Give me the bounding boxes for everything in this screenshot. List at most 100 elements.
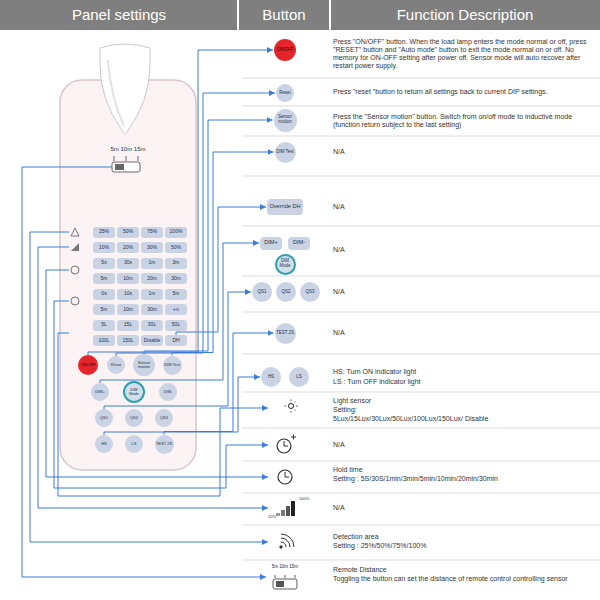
panel-button: QS1 [252,282,272,302]
remote-key: 20% [117,242,139,253]
function-text: N/A [333,504,595,512]
leader-line [116,93,275,356]
button-label: QS1 [100,416,108,420]
button-label: Sensor motion [274,115,297,124]
button-label: Reset [111,363,121,367]
sensor-dot [280,546,282,548]
panel-button: QS2 [276,282,296,302]
button-label: ON/OFF [80,363,95,367]
button-label: 50% [123,229,133,234]
leader-line [100,243,259,383]
button-label: DIM+ [95,390,105,394]
button-label: 50% [171,245,181,250]
remote-key: 30s [117,258,139,269]
remote-switch [112,162,140,172]
scale-label: 10% [268,515,276,520]
button-label: 100L [98,338,109,343]
remote-key: 5s [93,258,115,269]
panel-button: DIM+ [260,237,282,250]
function-text: Hold time [333,466,595,474]
button-label: 5L [101,322,107,327]
light-marker [72,329,76,337]
panel-button: TEST 2S [275,323,296,344]
function-text: Setting : 5S/30S/1min/3min/5min/10min/20… [333,475,595,483]
remote-button: LS [125,435,143,453]
switch-tick [114,156,138,161]
button-label: 5m [173,291,180,296]
button-label: DH [172,338,179,343]
bar [276,513,280,516]
remote-housing [60,80,196,470]
remote-key: 30m [141,304,163,315]
remote-button: DIM Mode [123,381,145,403]
remote-button: TEST 2S [155,435,174,454]
header-band [0,0,600,30]
button-label: DIM- [164,390,173,394]
function-text: N/A [333,246,595,254]
function-text: Toggling the button can set the distance… [333,575,595,583]
button-label: 30m [171,276,181,281]
remote-key: 10s [117,289,139,300]
button-label: ON/OFF [277,48,294,53]
panel-button: HS [261,367,281,387]
remote-key: 30m [165,273,187,284]
button-label: 50L [172,322,180,327]
function-text: Detection area [333,533,595,541]
remote-key: 10m [117,273,139,284]
button-label: 10s [124,291,132,296]
remote-key: 5L [93,320,115,331]
dim-marker [71,243,79,251]
function-text: LS : Turn OFF indicator light [333,378,595,386]
switch-knob [276,581,284,587]
leader-line [58,333,268,496]
button-label: LS [296,375,301,380]
button-label: DIM Mode [125,388,143,396]
leader-line [104,377,260,435]
button-label: +∞ [173,307,179,312]
clock-marker [71,297,79,305]
panel-button: DIM- [288,237,310,250]
panel-button: DIM Test [275,142,296,163]
button-label: DIM- [293,240,305,246]
remote-button: DIM- [159,383,177,401]
remote-key: +∞ [165,304,187,315]
hold-clock [278,470,292,484]
switch-tick [275,575,295,578]
function-text: HS: Turn ON indicator light [333,368,595,376]
button-label: 30s [124,260,132,265]
function-text: N/A [333,148,595,156]
remote-key: 100% [165,227,187,238]
button-label: 0s [101,291,106,296]
column-heading: Function Description [330,6,600,23]
remote-button: DIM Test [163,356,182,375]
panel-button: DIM Mode [275,254,296,275]
header-divider [238,0,330,30]
remote-button: Sensor motion [133,354,155,376]
button-label: 75% [147,229,157,234]
function-text: Light sensor [333,397,595,405]
function-text: Press "reset "button to return all setti… [333,88,595,96]
button-label: QS3 [160,416,168,420]
button-label: Sensor motion [133,361,155,369]
button-label: 5s [101,260,106,265]
button-label: Override DH [269,204,300,210]
button-label: 20m [147,276,157,281]
button-label: 30% [147,245,157,250]
remote-key: 50% [165,242,187,253]
function-text: Press "ON/OFF" button. When the load lam… [333,38,595,70]
panel-button: QS3 [300,282,320,302]
distance-switch: 5m 10m 15m [268,565,302,591]
function-text: Remote Distance [333,566,595,574]
panel-button: Override DH [267,199,303,215]
function-text: 5Lux/15Lux/30Lux/50Lux/100Lux/150Lux/ Di… [333,415,595,423]
remote-body: 5m 10m 15m25%50%75%100%10%20%30%50%5s30s… [60,80,196,470]
clock-marker [71,266,79,274]
remote-key: 0s [93,289,115,300]
button-label: Disable [144,338,161,343]
button-label: QS1 [258,290,267,295]
sensor-dome [100,44,150,134]
remote-key: 50% [117,227,139,238]
scale-label: 100% [299,497,323,502]
button-label: 10m [123,307,133,312]
